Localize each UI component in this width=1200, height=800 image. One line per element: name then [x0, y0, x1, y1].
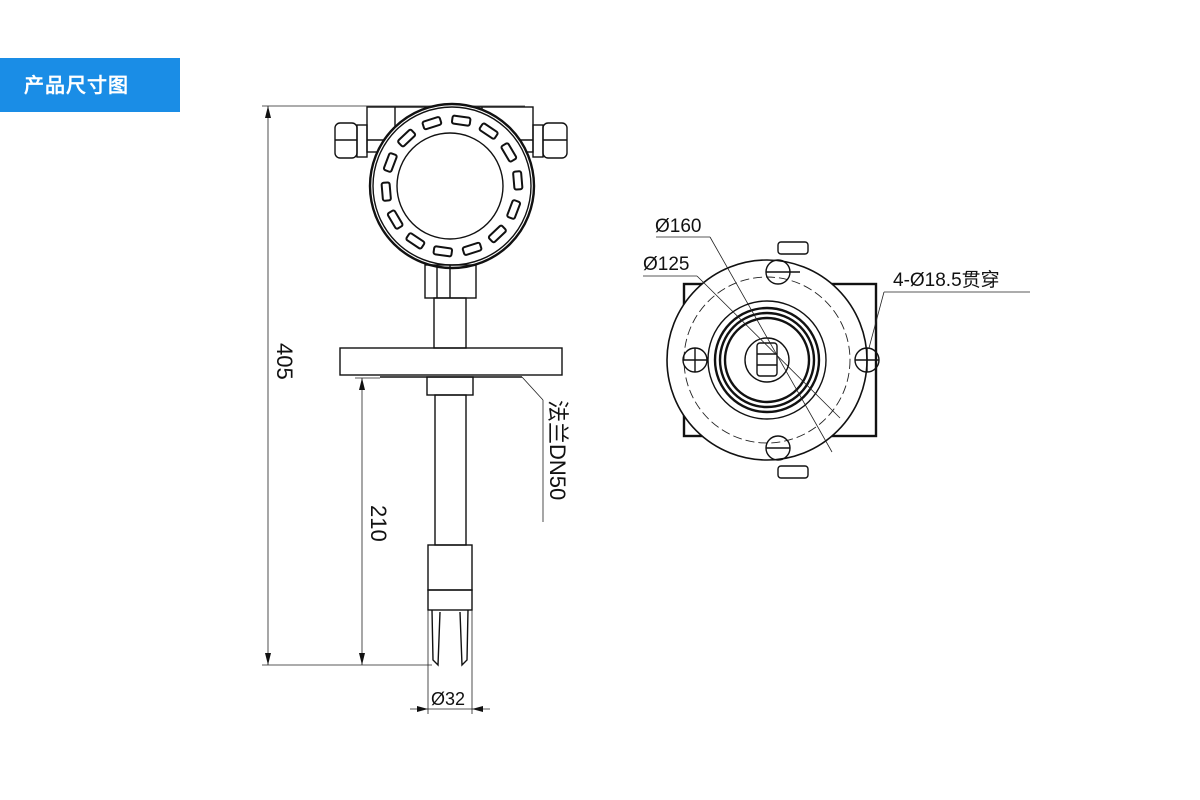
- flange-leader: 法兰DN50: [521, 376, 570, 522]
- leader-d125: Ø125: [643, 254, 841, 419]
- dimension-405: 405: [262, 105, 525, 666]
- label-d125: Ø125: [643, 254, 689, 275]
- cover-lug: [421, 116, 443, 131]
- cover-lug: [500, 142, 518, 163]
- cover-lug: [478, 122, 499, 140]
- cover-lug: [386, 209, 404, 230]
- section-title: 产品尺寸图: [24, 73, 129, 97]
- section-title-banner: 产品尺寸图: [0, 58, 180, 112]
- transmitter-housing: [334, 102, 568, 270]
- dimension-210: 210: [355, 377, 391, 665]
- leader-bolt-holes: 4-Ø18.5贯穿: [868, 269, 1030, 349]
- cover-lug: [506, 199, 522, 220]
- top-view: Ø160 Ø125 4-Ø18.5贯穿: [643, 216, 1030, 479]
- cover-lug: [380, 181, 392, 202]
- bolt-holes: [682, 259, 880, 461]
- dimension-405-label: 405: [272, 343, 297, 380]
- dimension-d32-label: Ø32: [431, 689, 465, 709]
- label-d160: Ø160: [655, 216, 701, 237]
- label-bolt-holes: 4-Ø18.5贯穿: [893, 269, 1000, 291]
- cover-lug: [461, 241, 483, 256]
- cover-lug: [450, 114, 472, 127]
- cover-lug: [512, 170, 524, 191]
- cover-lug: [487, 224, 507, 244]
- flange-label: 法兰DN50: [545, 400, 570, 500]
- dimension-210-label: 210: [366, 505, 391, 542]
- cover-lug: [405, 232, 426, 250]
- cover-lug: [432, 245, 454, 258]
- side-view: 405: [262, 102, 570, 714]
- fork-tines: [431, 609, 469, 667]
- cover-lug: [382, 152, 398, 173]
- dimension-d32: Ø32: [410, 610, 490, 714]
- leader-d160: Ø160: [655, 216, 833, 453]
- cover-lug: [397, 128, 417, 148]
- flange: [339, 347, 563, 376]
